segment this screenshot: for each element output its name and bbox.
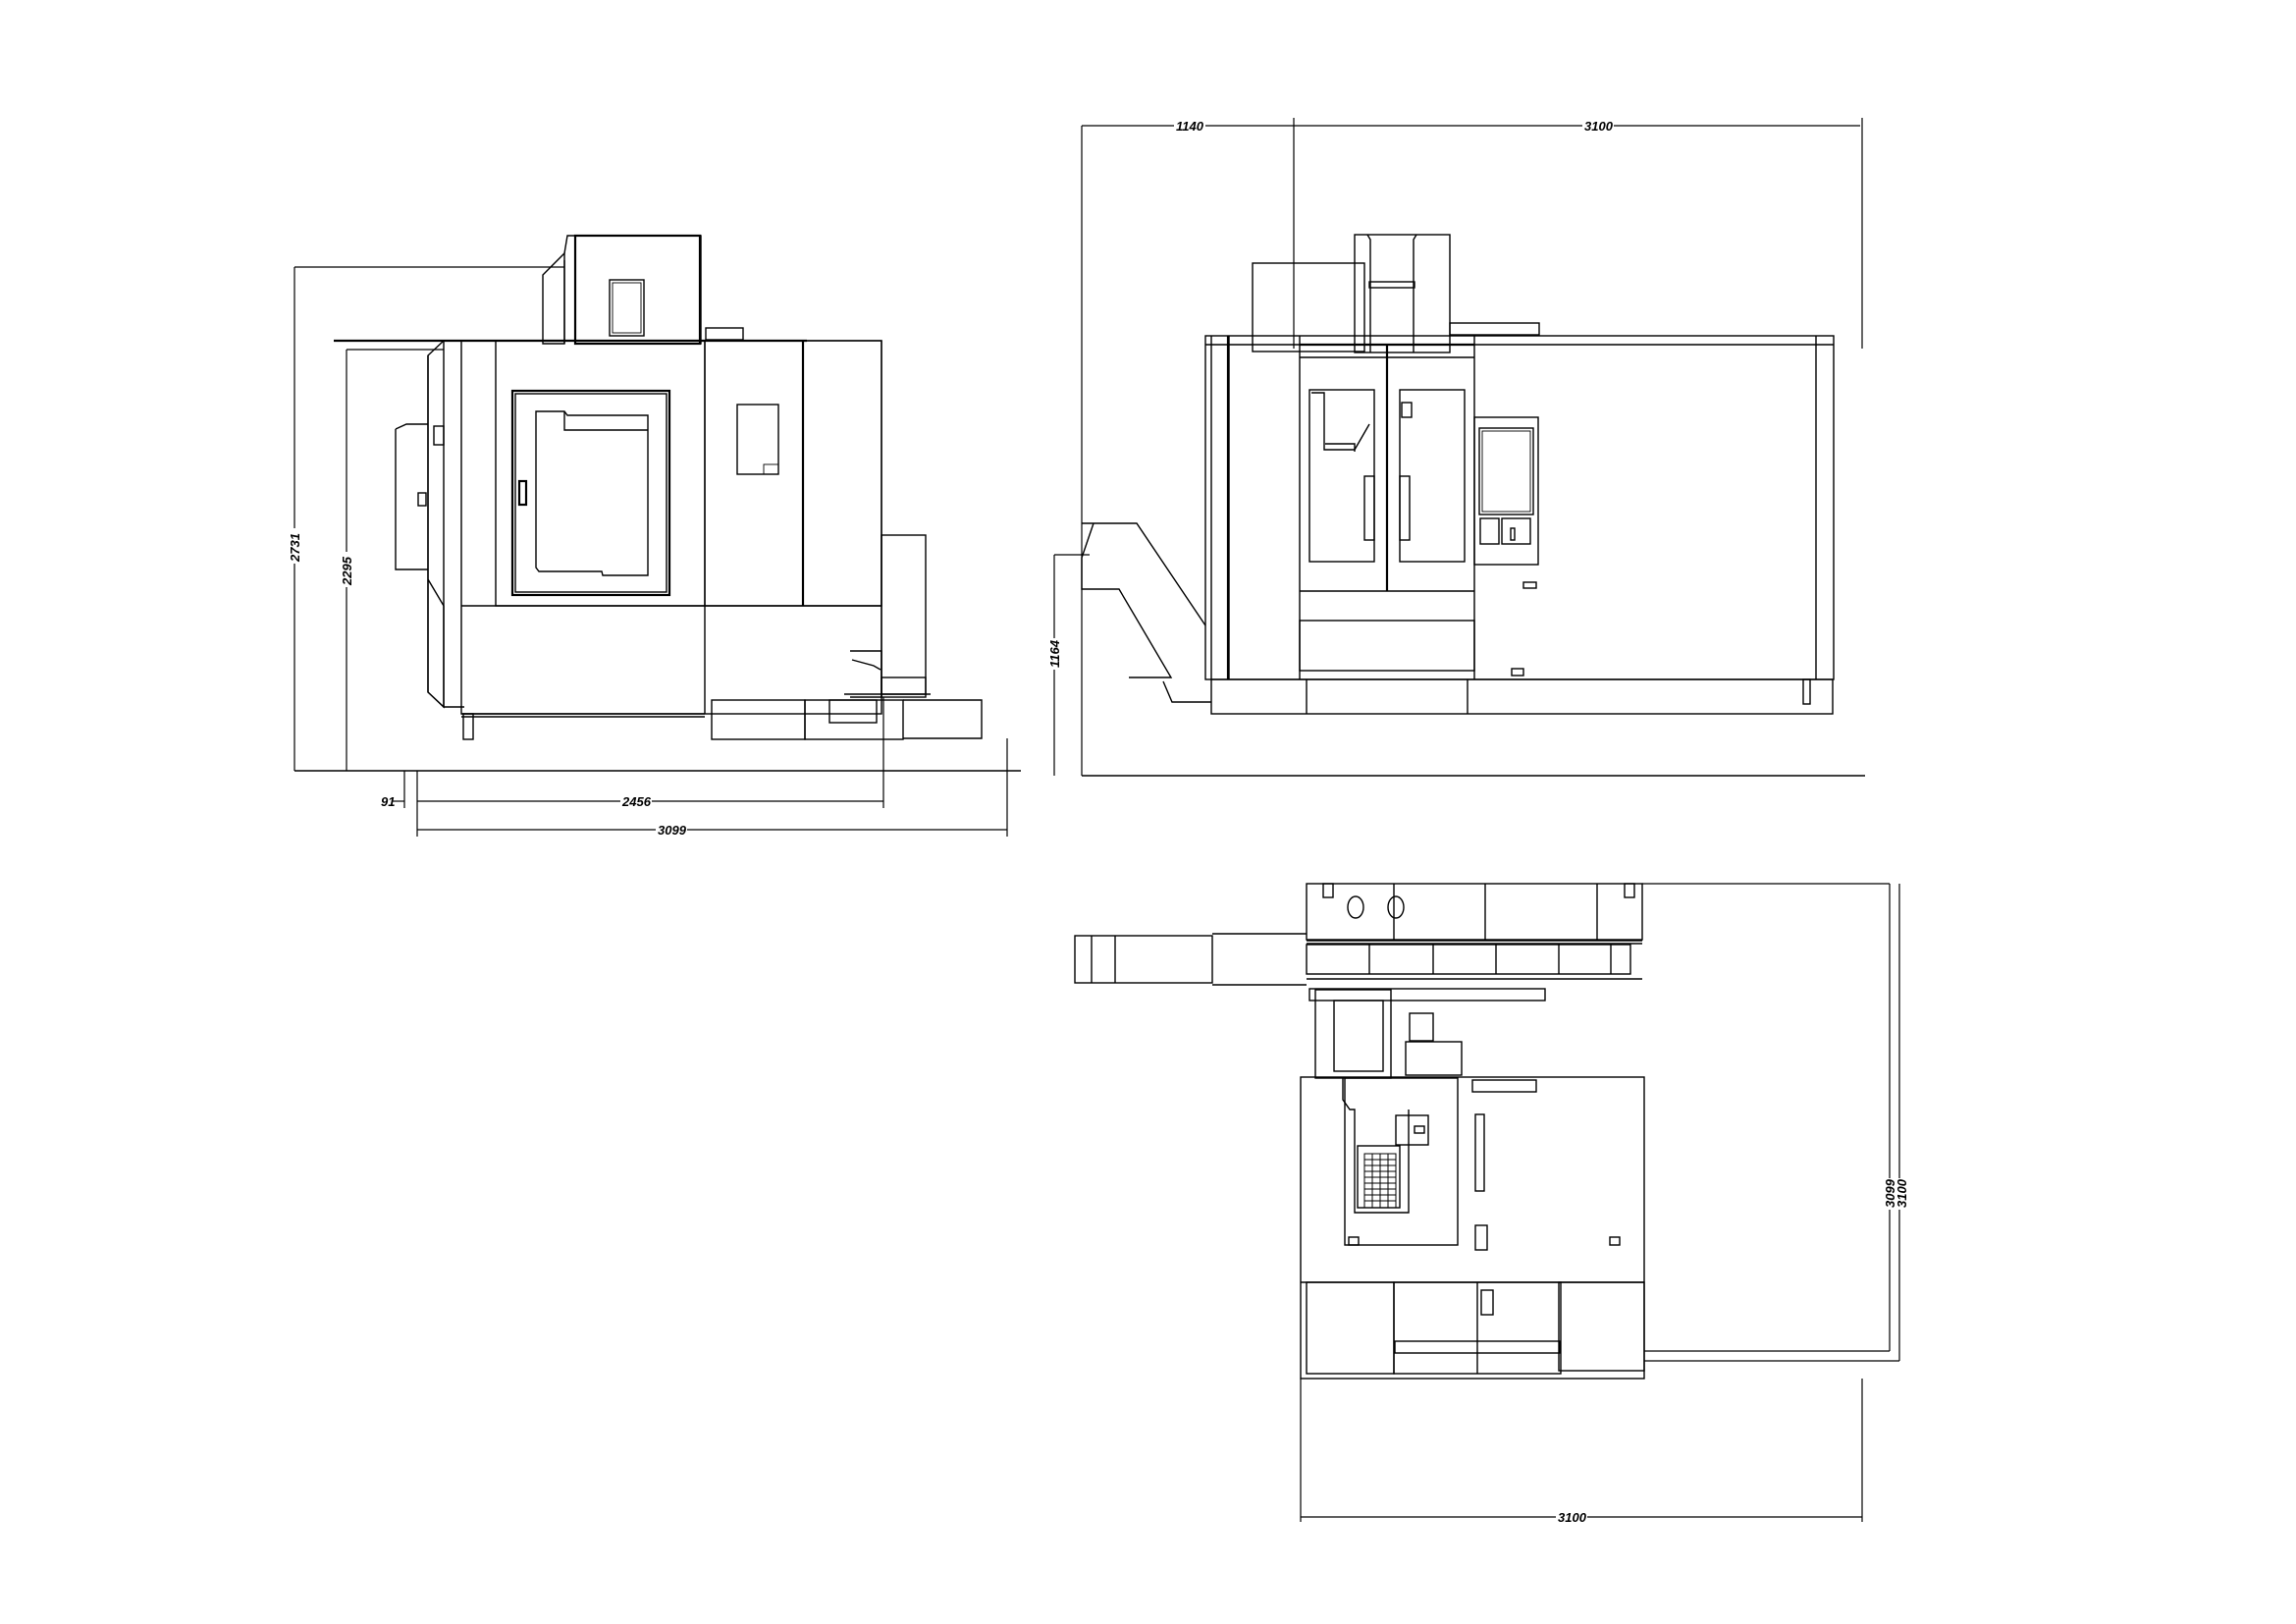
dim-cabinet-height: 2295 — [340, 556, 354, 586]
side-view: 2731 2295 91 2456 3099 — [288, 234, 1021, 838]
dim-machine-width: 3100 — [1584, 119, 1614, 134]
top-view: 3100 3099 3100 — [1074, 883, 1909, 1525]
dim-offset-left: 91 — [381, 794, 395, 809]
grill-grid — [1363, 1153, 1397, 1209]
dim-plan-overall-depth: 3100 — [1895, 1178, 1909, 1208]
dim-cabinet-depth: 2456 — [621, 794, 652, 809]
dim-conveyor-width: 1140 — [1176, 119, 1204, 134]
dim-overall-depth: 3099 — [658, 823, 687, 838]
dim-conveyor-height: 1164 — [1047, 639, 1062, 668]
dim-plan-inner-depth: 3099 — [1883, 1178, 1897, 1208]
front-view: 1140 3100 1164 — [1047, 118, 1865, 777]
dim-overall-height: 2731 — [288, 533, 302, 563]
dim-plan-width: 3100 — [1558, 1510, 1587, 1525]
